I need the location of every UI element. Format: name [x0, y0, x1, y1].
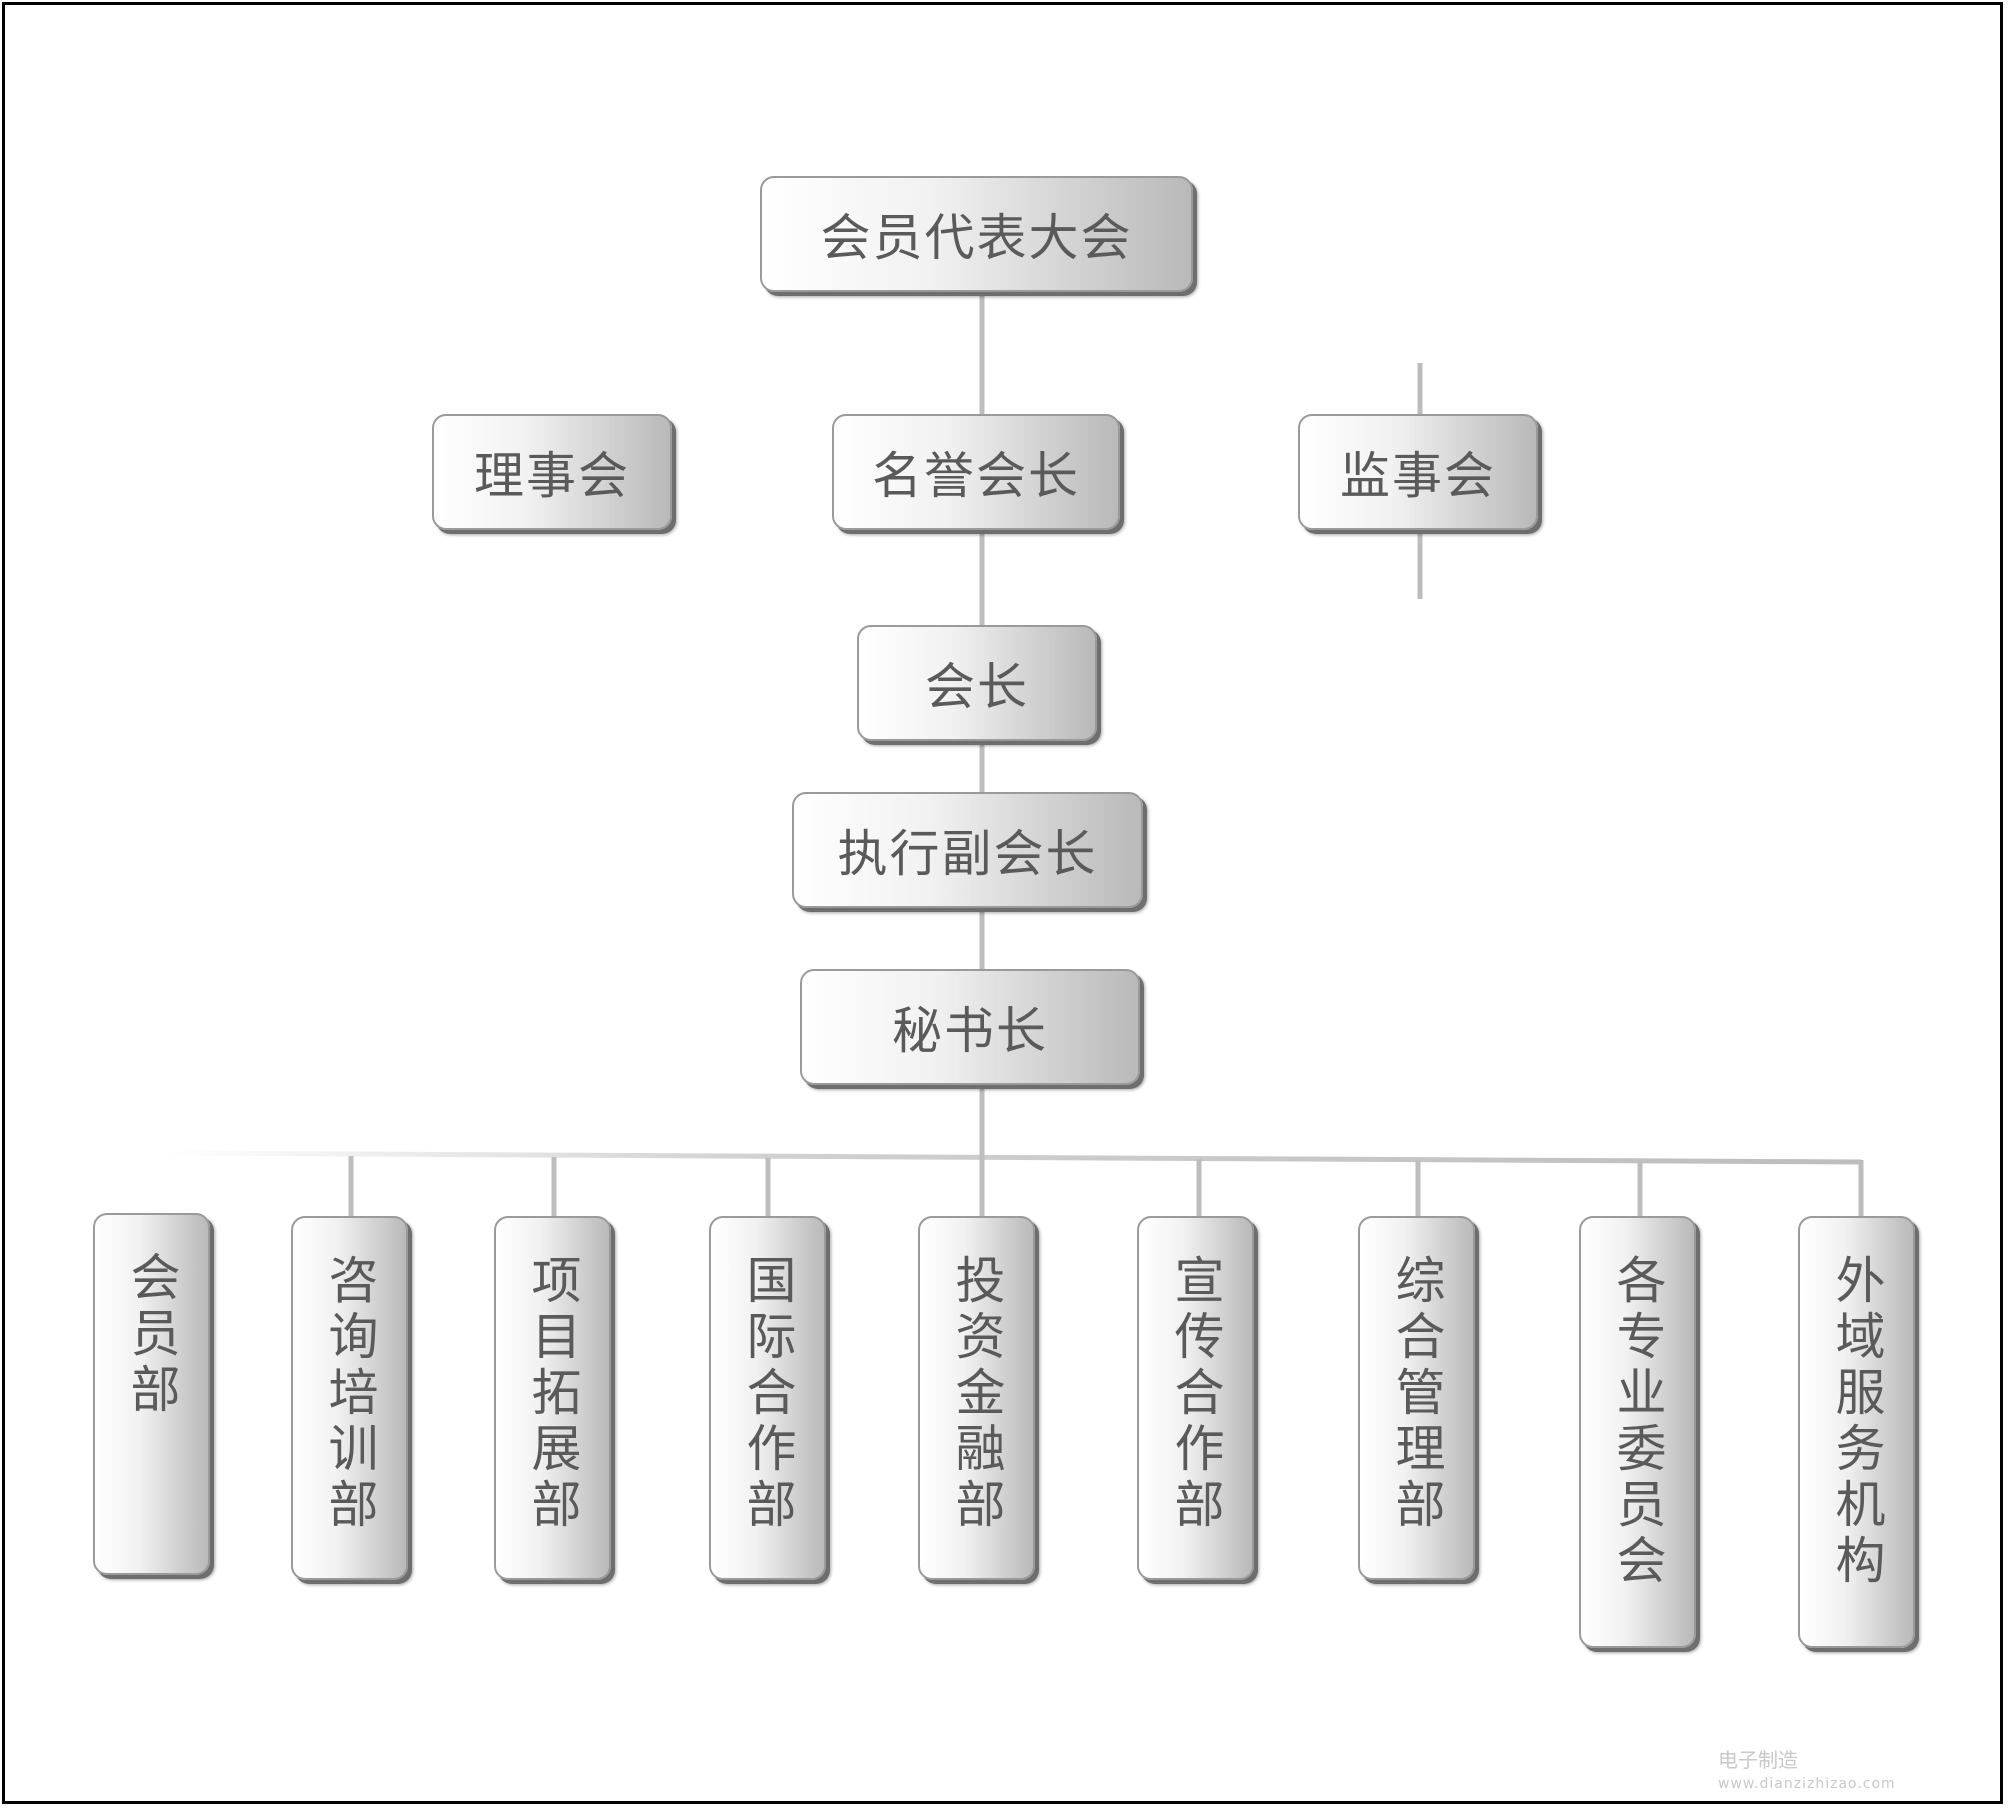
- node-president: 会长: [857, 625, 1097, 741]
- watermark-url: www.dianzizhizao.com: [1718, 1776, 1896, 1792]
- node-board: 理事会: [432, 414, 672, 530]
- node-supervisory-board: 监事会: [1298, 414, 1538, 530]
- dept-members-label: 会员部: [122, 1251, 181, 1419]
- dept-project-development-label: 项目拓展部: [523, 1254, 582, 1534]
- node-honorary-president-label: 名誉会长: [872, 447, 1080, 505]
- watermark: 电子制造 www.dianzizhizao.com: [1718, 1748, 1896, 1796]
- node-president-label: 会长: [925, 658, 1029, 716]
- node-congress: 会员代表大会: [760, 176, 1193, 292]
- dept-investment-finance: 投资金融部: [918, 1216, 1035, 1580]
- dept-publicity-cooperation-label: 宣传合作部: [1166, 1254, 1225, 1534]
- dept-professional-committees: 各专业委员会: [1579, 1216, 1696, 1648]
- department-bus-line: [159, 1150, 1862, 1165]
- dept-professional-committees-label: 各专业委员会: [1608, 1254, 1667, 1590]
- dept-members: 会员部: [93, 1213, 210, 1575]
- dept-project-development: 项目拓展部: [494, 1216, 611, 1580]
- dept-publicity-cooperation: 宣传合作部: [1137, 1216, 1254, 1580]
- dept-general-administration-label: 综合管理部: [1387, 1254, 1446, 1534]
- node-congress-label: 会员代表大会: [820, 209, 1133, 267]
- watermark-name: 电子制造: [1718, 1748, 1798, 1772]
- dept-consulting-training: 咨询培训部: [291, 1216, 408, 1580]
- dept-consulting-training-label: 咨询培训部: [320, 1254, 379, 1534]
- node-exec-vp-label: 执行副会长: [837, 825, 1098, 883]
- dept-overseas-service: 外域服务机构: [1798, 1216, 1915, 1648]
- dept-general-administration: 综合管理部: [1358, 1216, 1475, 1580]
- dept-investment-finance-label: 投资金融部: [947, 1254, 1006, 1534]
- dept-overseas-service-label: 外域服务机构: [1827, 1254, 1886, 1590]
- dept-international-cooperation: 国际合作部: [709, 1216, 826, 1580]
- node-board-label: 理事会: [474, 447, 630, 505]
- node-supervisory-board-label: 监事会: [1340, 447, 1496, 505]
- node-secretary-general: 秘书长: [800, 969, 1140, 1085]
- dept-international-cooperation-label: 国际合作部: [738, 1254, 797, 1534]
- node-secretary-general-label: 秘书长: [892, 1002, 1048, 1060]
- node-exec-vp: 执行副会长: [792, 792, 1143, 908]
- node-honorary-president: 名誉会长: [832, 414, 1120, 530]
